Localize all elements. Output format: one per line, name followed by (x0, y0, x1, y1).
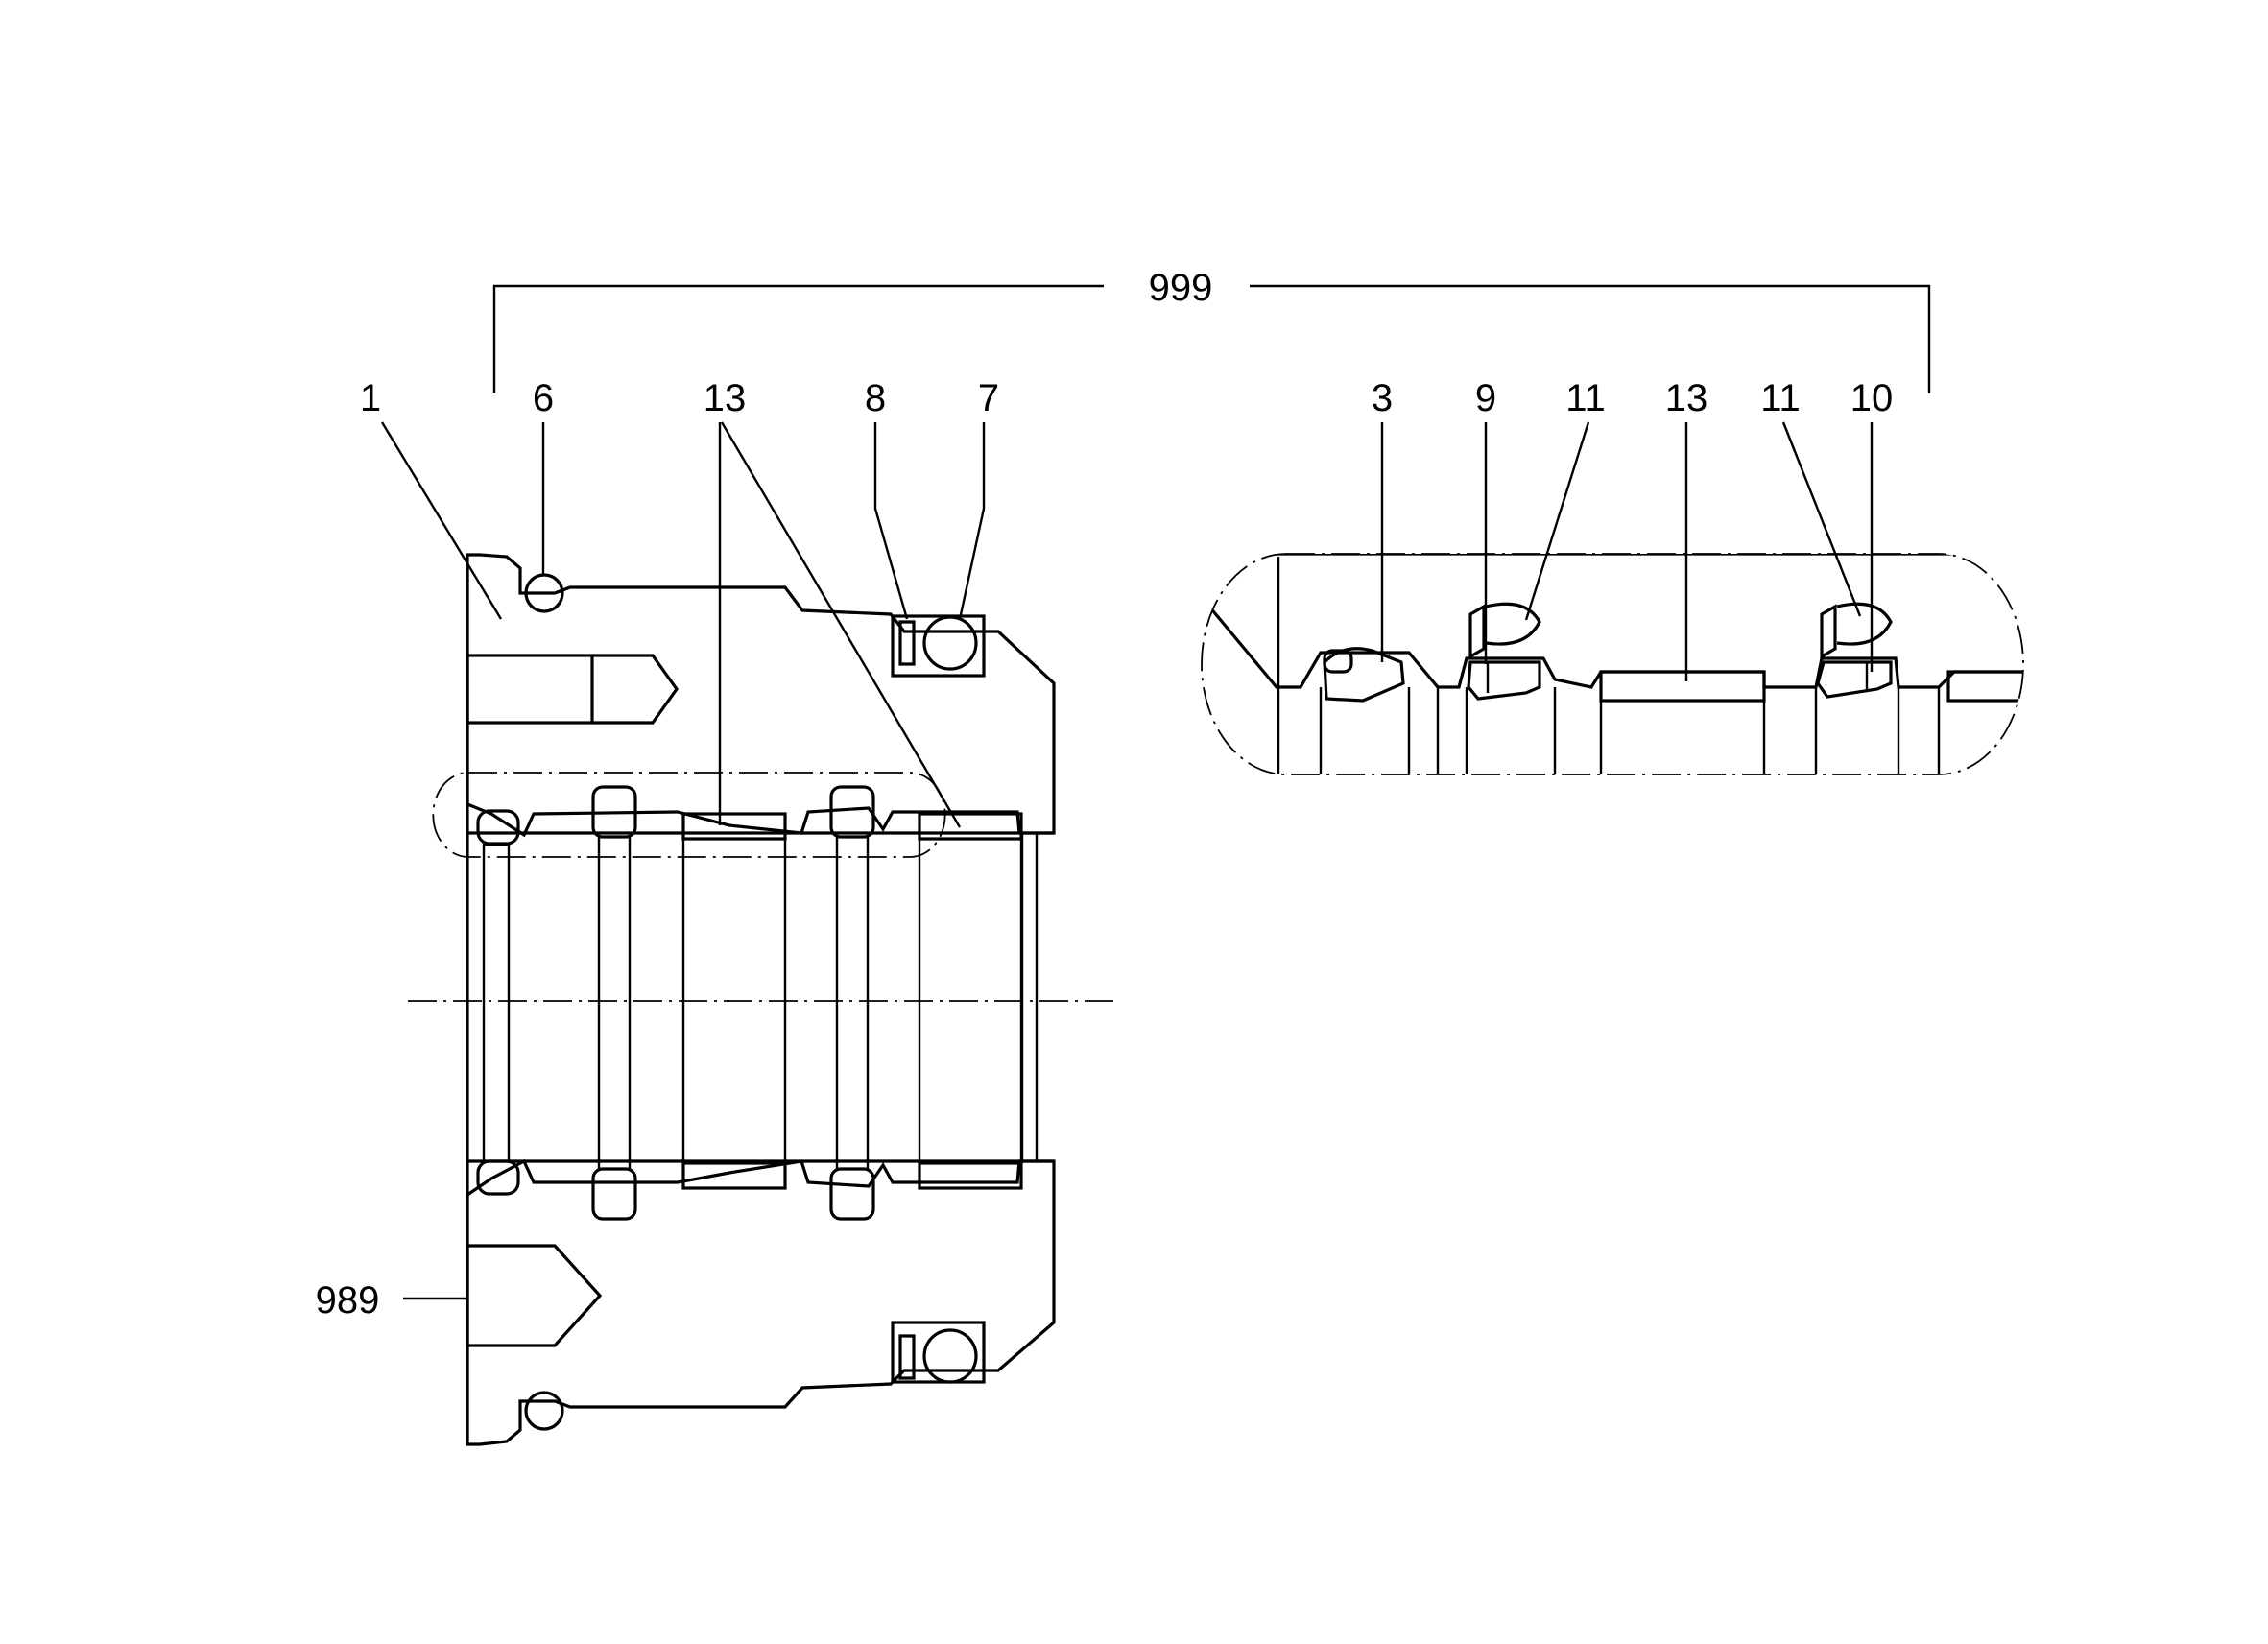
backup-ring-8-lower (898, 1334, 916, 1380)
label-3: 3 (1372, 377, 1393, 419)
o-ring-7-lower (922, 1328, 978, 1384)
bore-seals (476, 785, 1023, 1221)
o-ring-6-lower (524, 1391, 564, 1431)
label-8: 8 (865, 377, 886, 419)
label-10: 10 (1850, 377, 1894, 419)
housing-upper (466, 553, 1056, 838)
label-9: 9 (1475, 377, 1496, 419)
backup-ring-8-upper (898, 620, 916, 666)
label-1: 1 (360, 377, 381, 419)
label-11-a: 11 (1565, 377, 1606, 419)
detail-seal-10 (1816, 660, 1893, 699)
label-989: 989 (316, 1279, 380, 1322)
detail-seal-9 (1467, 660, 1541, 701)
detail-view (1201, 553, 2024, 775)
o-ring-6-upper (524, 573, 564, 613)
o-rings (524, 573, 978, 1431)
port-989 (466, 1244, 603, 1347)
wear-ring-13b (918, 812, 1023, 841)
detail-seal-3 (1323, 647, 1405, 703)
detail-wear-ring-13 (1599, 670, 1766, 703)
housing-lower (466, 1158, 1056, 1446)
label-11-b: 11 (1760, 377, 1801, 419)
detail-outline (1201, 553, 2024, 775)
bolt-hole-upper (466, 654, 594, 725)
label-999: 999 (1149, 267, 1213, 309)
o-ring-7-upper (922, 615, 978, 671)
label-13-detail: 13 (1665, 377, 1708, 419)
assembly-bracket (492, 284, 1931, 393)
housing-section (466, 553, 1056, 1446)
leaders-detail (1380, 421, 1874, 681)
label-13-left: 13 (704, 377, 747, 419)
leaders-left (380, 421, 986, 1300)
label-6: 6 (533, 377, 554, 419)
label-7: 7 (978, 377, 999, 419)
